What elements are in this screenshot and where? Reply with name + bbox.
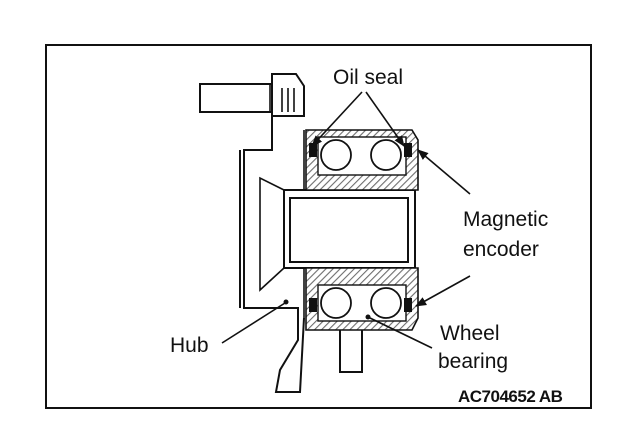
mounting-tab bbox=[339, 330, 363, 373]
label-wheel-bearing-line2: bearing bbox=[438, 350, 508, 373]
hub-body bbox=[283, 189, 416, 269]
hub-assembly-drawing bbox=[199, 73, 419, 393]
hub-flange bbox=[243, 74, 305, 393]
label-magnetic-encoder-line2: encoder bbox=[463, 238, 539, 261]
label-hub: Hub bbox=[170, 334, 209, 357]
bearing-ball-lower-left bbox=[320, 287, 352, 319]
wheel-stud bbox=[199, 83, 273, 113]
callout-magnetic-encoder: Magnetic encoder bbox=[415, 149, 548, 307]
magnetic-encoder-lower bbox=[404, 298, 412, 312]
callout-oil-seal: Oil seal bbox=[311, 66, 405, 147]
oil-seal-upper-right bbox=[404, 143, 412, 157]
label-magnetic-encoder-line1: Magnetic bbox=[463, 208, 548, 231]
callout-hub: Hub bbox=[170, 299, 289, 357]
bearing-ball-upper-right bbox=[370, 139, 402, 171]
figure-border bbox=[45, 44, 592, 409]
callout-wheel-bearing: Wheel bearing bbox=[365, 314, 508, 373]
bearing-ball-upper-left bbox=[320, 139, 352, 171]
oil-seal-upper-left bbox=[309, 143, 317, 157]
bearing-ball-lower-right bbox=[370, 287, 402, 319]
label-wheel-bearing-line1: Wheel bbox=[440, 322, 500, 345]
oil-seal-lower-left bbox=[309, 298, 317, 312]
label-oil-seal: Oil seal bbox=[333, 66, 403, 89]
figure-code: AC704652 AB bbox=[458, 387, 563, 406]
